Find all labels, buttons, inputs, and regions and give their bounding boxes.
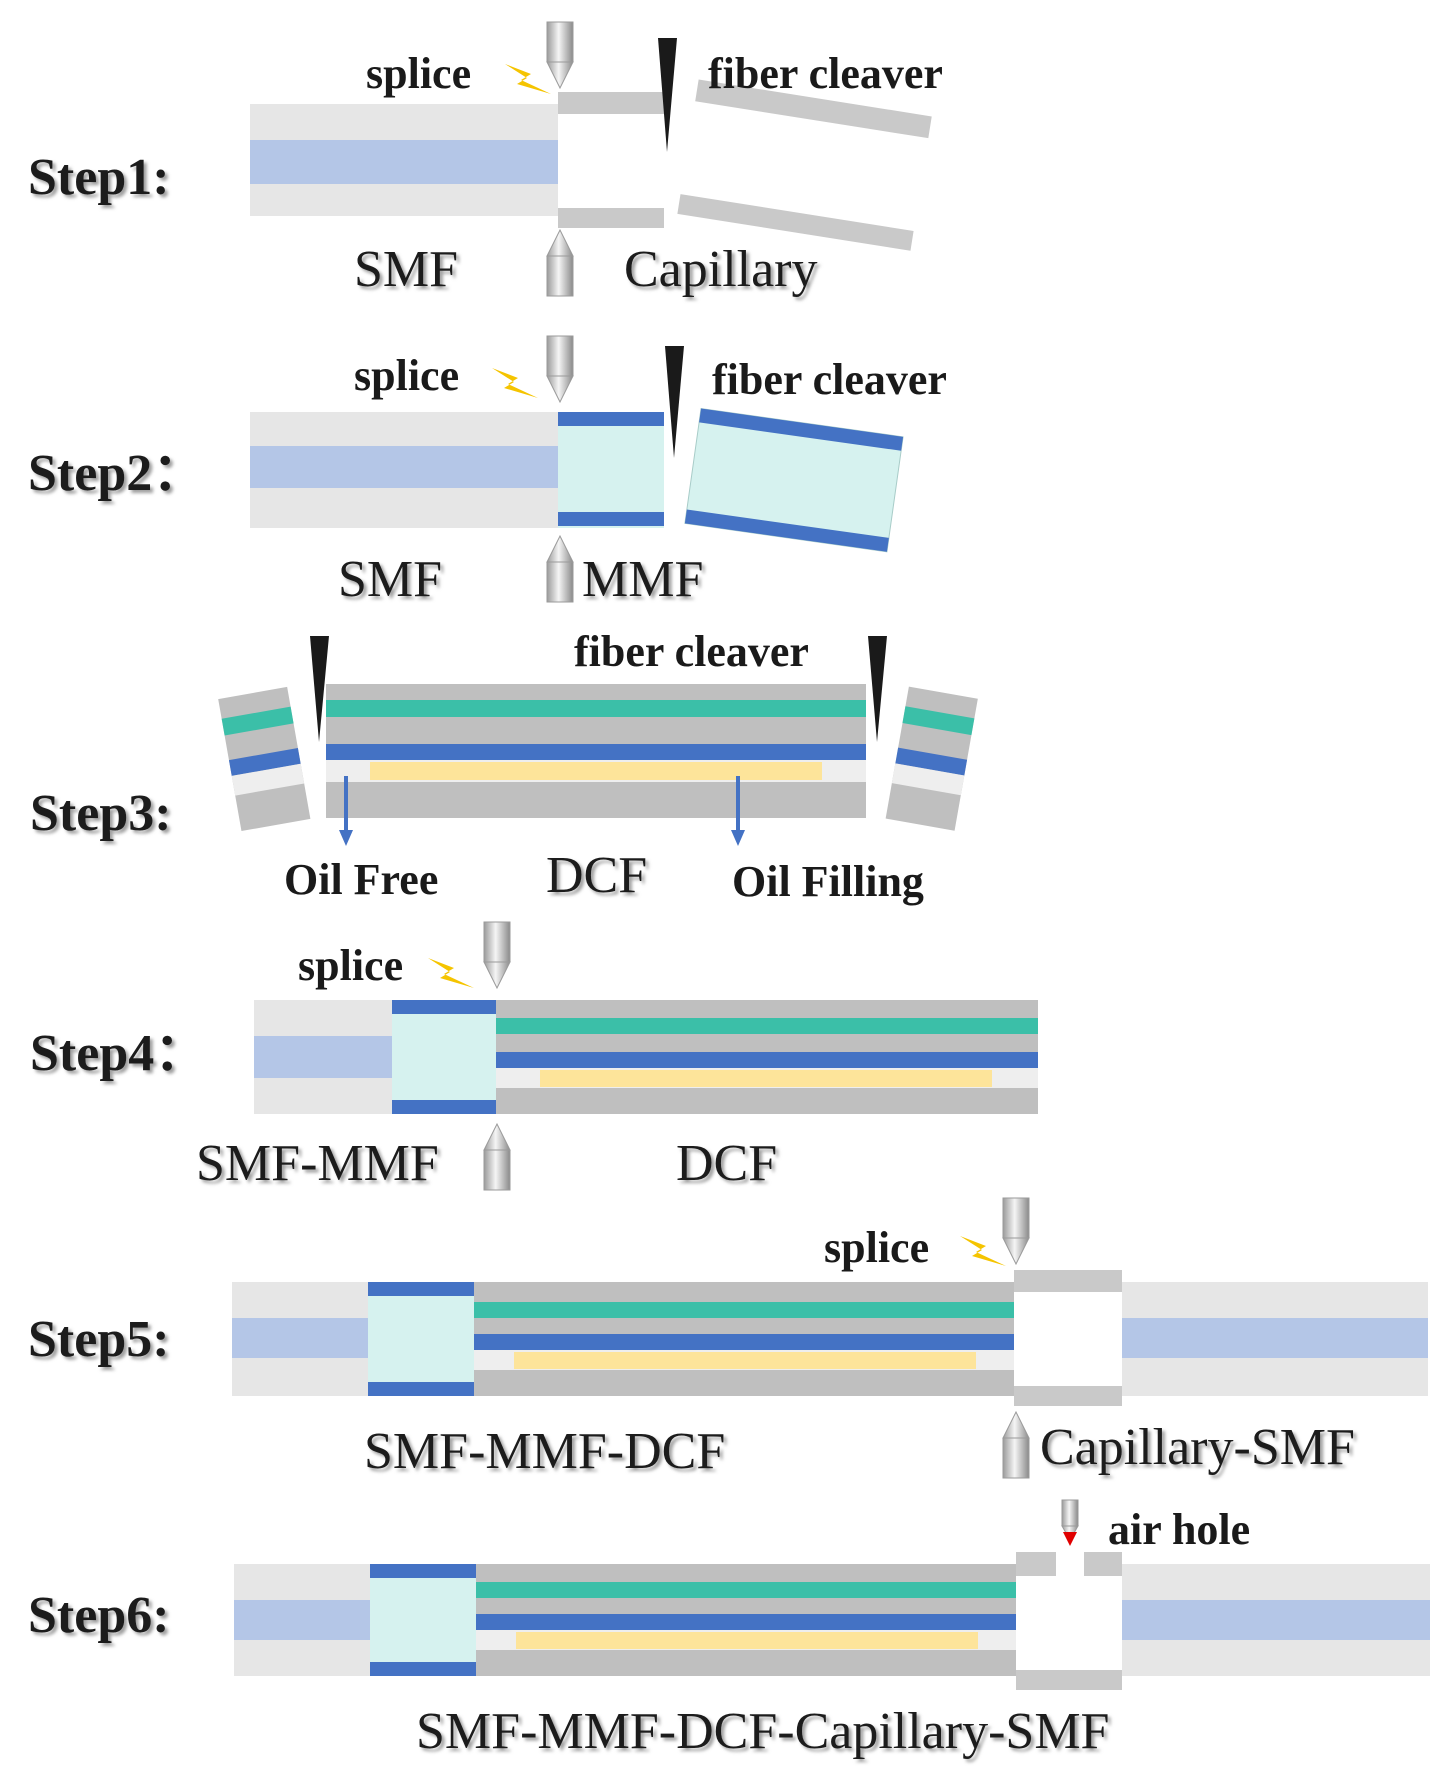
step5-capillary-smf-label: Capillary-SMF	[1040, 1419, 1355, 1476]
step6-mmf	[370, 1564, 476, 1676]
step6-smf-left	[234, 1564, 370, 1676]
step1-electrode-top-icon	[546, 21, 574, 89]
step1-fiber-cleaver-label: fiber cleaver	[708, 49, 943, 98]
step5-smf-left	[232, 1282, 368, 1396]
step6-laser-down-arrow-icon	[1061, 1499, 1079, 1546]
step5-capillary	[1014, 1270, 1122, 1406]
step-4-label: Step4：	[30, 1025, 206, 1082]
step3-left-cleaver-blade-icon	[310, 636, 329, 742]
step4-mmf	[392, 1000, 496, 1114]
step3-dcf-left-offcut	[218, 686, 311, 832]
step2-cleaver-blade-icon	[665, 346, 684, 458]
step-6: Step6: a	[28, 1499, 1430, 1760]
step4-dcf	[496, 1000, 1038, 1114]
step4-splice-label: splice	[298, 941, 403, 990]
step4-smf-mmf-label: SMF-MMF	[196, 1135, 439, 1192]
step2-electrode-bottom-icon	[546, 535, 574, 603]
step4-electrode-top-icon	[483, 921, 511, 989]
step6-smf-right	[1122, 1564, 1430, 1676]
step2-fiber-cleaver-label: fiber cleaver	[712, 355, 947, 404]
step-3: Step3: fiber c	[30, 627, 978, 906]
step1-cleaver-blade-icon	[658, 38, 677, 152]
step2-mmf-label: MMF	[582, 551, 703, 608]
step5-splice-label: splice	[824, 1223, 929, 1272]
step5-electrode-bottom-icon	[1002, 1411, 1030, 1479]
step-1-label: Step1:	[28, 149, 170, 206]
step-3-label: Step3:	[30, 785, 172, 842]
step5-mmf	[368, 1282, 474, 1396]
step3-dcf	[326, 684, 866, 818]
step1-capillary	[558, 92, 664, 228]
step3-dcf-right-offcut	[885, 686, 978, 831]
step3-right-cleaver-blade-icon	[868, 636, 887, 742]
step6-dcf	[476, 1564, 1016, 1676]
step2-mmf	[558, 412, 664, 528]
step1-splice-label: splice	[366, 49, 471, 98]
step1-electrode-bottom-icon	[546, 229, 574, 297]
step5-dcf	[474, 1282, 1014, 1396]
step4-electrode-bottom-icon	[483, 1123, 511, 1191]
step-2-label: Step2：	[28, 445, 204, 502]
step-6-label: Step6:	[28, 1587, 170, 1644]
step-2: Step2： splice fiber cleaver SMF MMF	[28, 335, 947, 608]
step-5: Step5: splice SMF-MMF-DCF	[28, 1197, 1428, 1480]
step2-electrode-top-icon	[546, 335, 574, 403]
step3-dcf-label: DCF	[546, 847, 647, 904]
step2-smf	[250, 412, 558, 528]
step-5-label: Step5:	[28, 1311, 170, 1368]
step6-air-hole-label: air hole	[1108, 1505, 1250, 1554]
step5-spark-icon	[960, 1236, 1006, 1266]
step2-splice-label: splice	[354, 351, 459, 400]
step-1: Step1: splice fiber cleaver SMF Capillar…	[28, 21, 943, 298]
step3-oil-filling-arrow-icon	[731, 776, 745, 846]
step2-mmf-cleaved-piece	[684, 407, 904, 553]
step1-spark-icon	[505, 64, 551, 94]
step1-capillary-cleaved-piece	[677, 79, 932, 251]
step4-dcf-label: DCF	[676, 1135, 777, 1192]
step6-capillary-with-air-hole	[1016, 1552, 1122, 1690]
step5-electrode-top-icon	[1002, 1197, 1030, 1265]
step6-final-structure-label: SMF-MMF-DCF-Capillary-SMF	[416, 1703, 1109, 1760]
step4-smf	[254, 1000, 392, 1114]
step2-smf-label: SMF	[338, 551, 442, 608]
step1-capillary-label: Capillary	[624, 241, 818, 298]
step3-oil-free-label: Oil Free	[284, 855, 438, 904]
step5-smf-right	[1122, 1282, 1428, 1396]
step4-spark-icon	[428, 958, 474, 988]
step3-oil-filling-label: Oil Filling	[732, 857, 924, 906]
step-4: Step4： splice SMF-MMF DCF	[30, 921, 1038, 1192]
step1-smf	[250, 104, 558, 216]
step3-fiber-cleaver-label: fiber cleaver	[574, 627, 809, 676]
step5-smf-mmf-dcf-label: SMF-MMF-DCF	[364, 1423, 725, 1480]
step3-oil-free-arrow-icon	[339, 776, 353, 846]
step2-spark-icon	[492, 368, 538, 398]
step1-smf-label: SMF	[354, 241, 458, 298]
